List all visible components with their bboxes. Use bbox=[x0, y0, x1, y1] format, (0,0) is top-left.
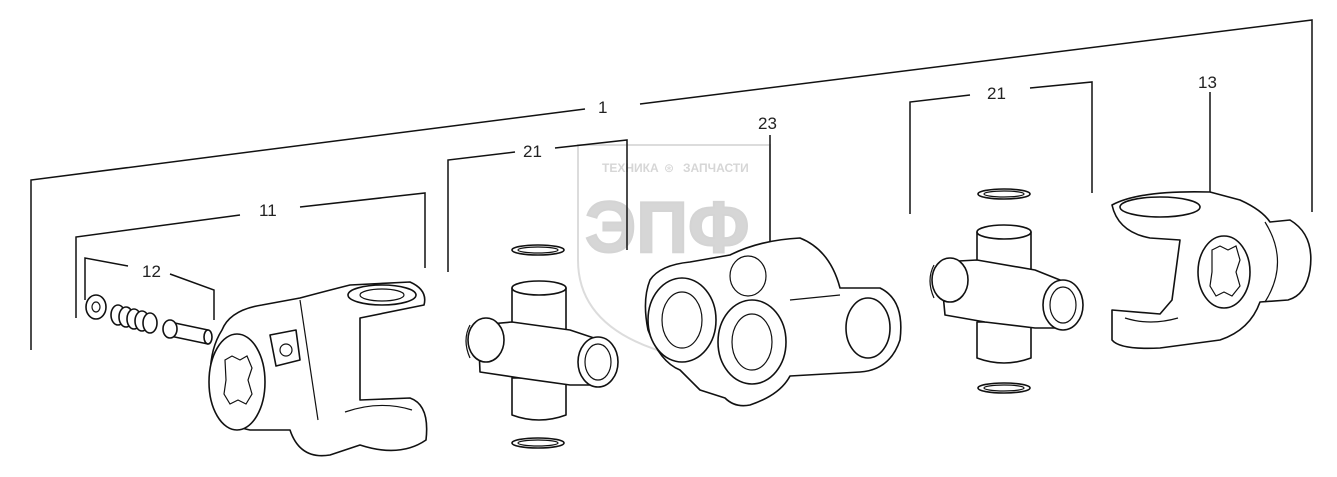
part-21-cross-kit-right bbox=[929, 188, 1084, 394]
watermark-logo: ЭПФ bbox=[585, 188, 749, 268]
callout-23: 23 bbox=[758, 114, 777, 133]
callout-13: 13 bbox=[1198, 73, 1217, 92]
watermark-text-right: ЗАПЧАСТИ bbox=[683, 161, 749, 175]
callout-11: 11 bbox=[259, 201, 277, 220]
callout-21-right: 21 bbox=[987, 84, 1006, 103]
watermark-text-left: ТЕХНИКА bbox=[602, 161, 659, 175]
svg-text:⊛: ⊛ bbox=[664, 161, 674, 175]
part-21-cross-kit-left bbox=[465, 244, 619, 449]
part-13-end-yoke bbox=[1111, 190, 1312, 350]
part-12-spring-set bbox=[85, 294, 213, 345]
watermark-seal: ТЕХНИКА ⊛ ЗАПЧАСТИ ЭПФ bbox=[577, 144, 771, 357]
callout-21-left: 21 bbox=[523, 142, 542, 161]
callout-12: 12 bbox=[142, 262, 161, 281]
callout-brackets bbox=[30, 19, 1313, 350]
part-11-slip-yoke bbox=[208, 281, 428, 457]
part-23-flange-yoke bbox=[644, 237, 902, 407]
callout-1: 1 bbox=[598, 98, 607, 117]
